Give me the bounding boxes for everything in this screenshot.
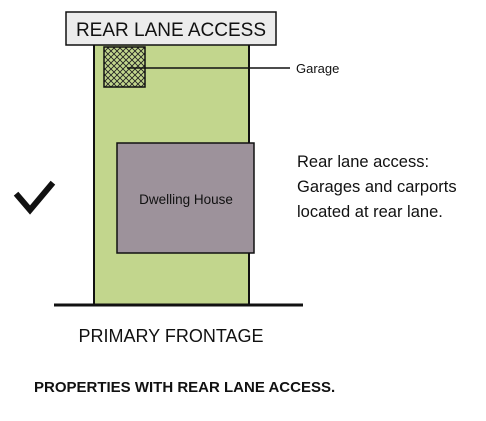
rear-lane-band [65, 11, 277, 46]
caption: PROPERTIES WITH REAR LANE ACCESS. [34, 379, 335, 396]
house-label: Dwelling House [139, 192, 233, 207]
rear-lane-label: REAR LANE ACCESS [76, 20, 266, 41]
garage-label: Garage [296, 61, 339, 76]
frontage-label: PRIMARY FRONTAGE [78, 326, 263, 346]
checkmark-icon [13, 180, 56, 215]
note-line-2: Garages and carports [297, 178, 457, 196]
rear-lane-note: Rear lane access: Garages and carports l… [297, 153, 457, 221]
note-line-3: located at rear lane. [297, 203, 443, 221]
dwelling-house [116, 142, 255, 254]
note-line-1: Rear lane access: [297, 153, 429, 171]
garage-hatch-icon [103, 46, 146, 88]
